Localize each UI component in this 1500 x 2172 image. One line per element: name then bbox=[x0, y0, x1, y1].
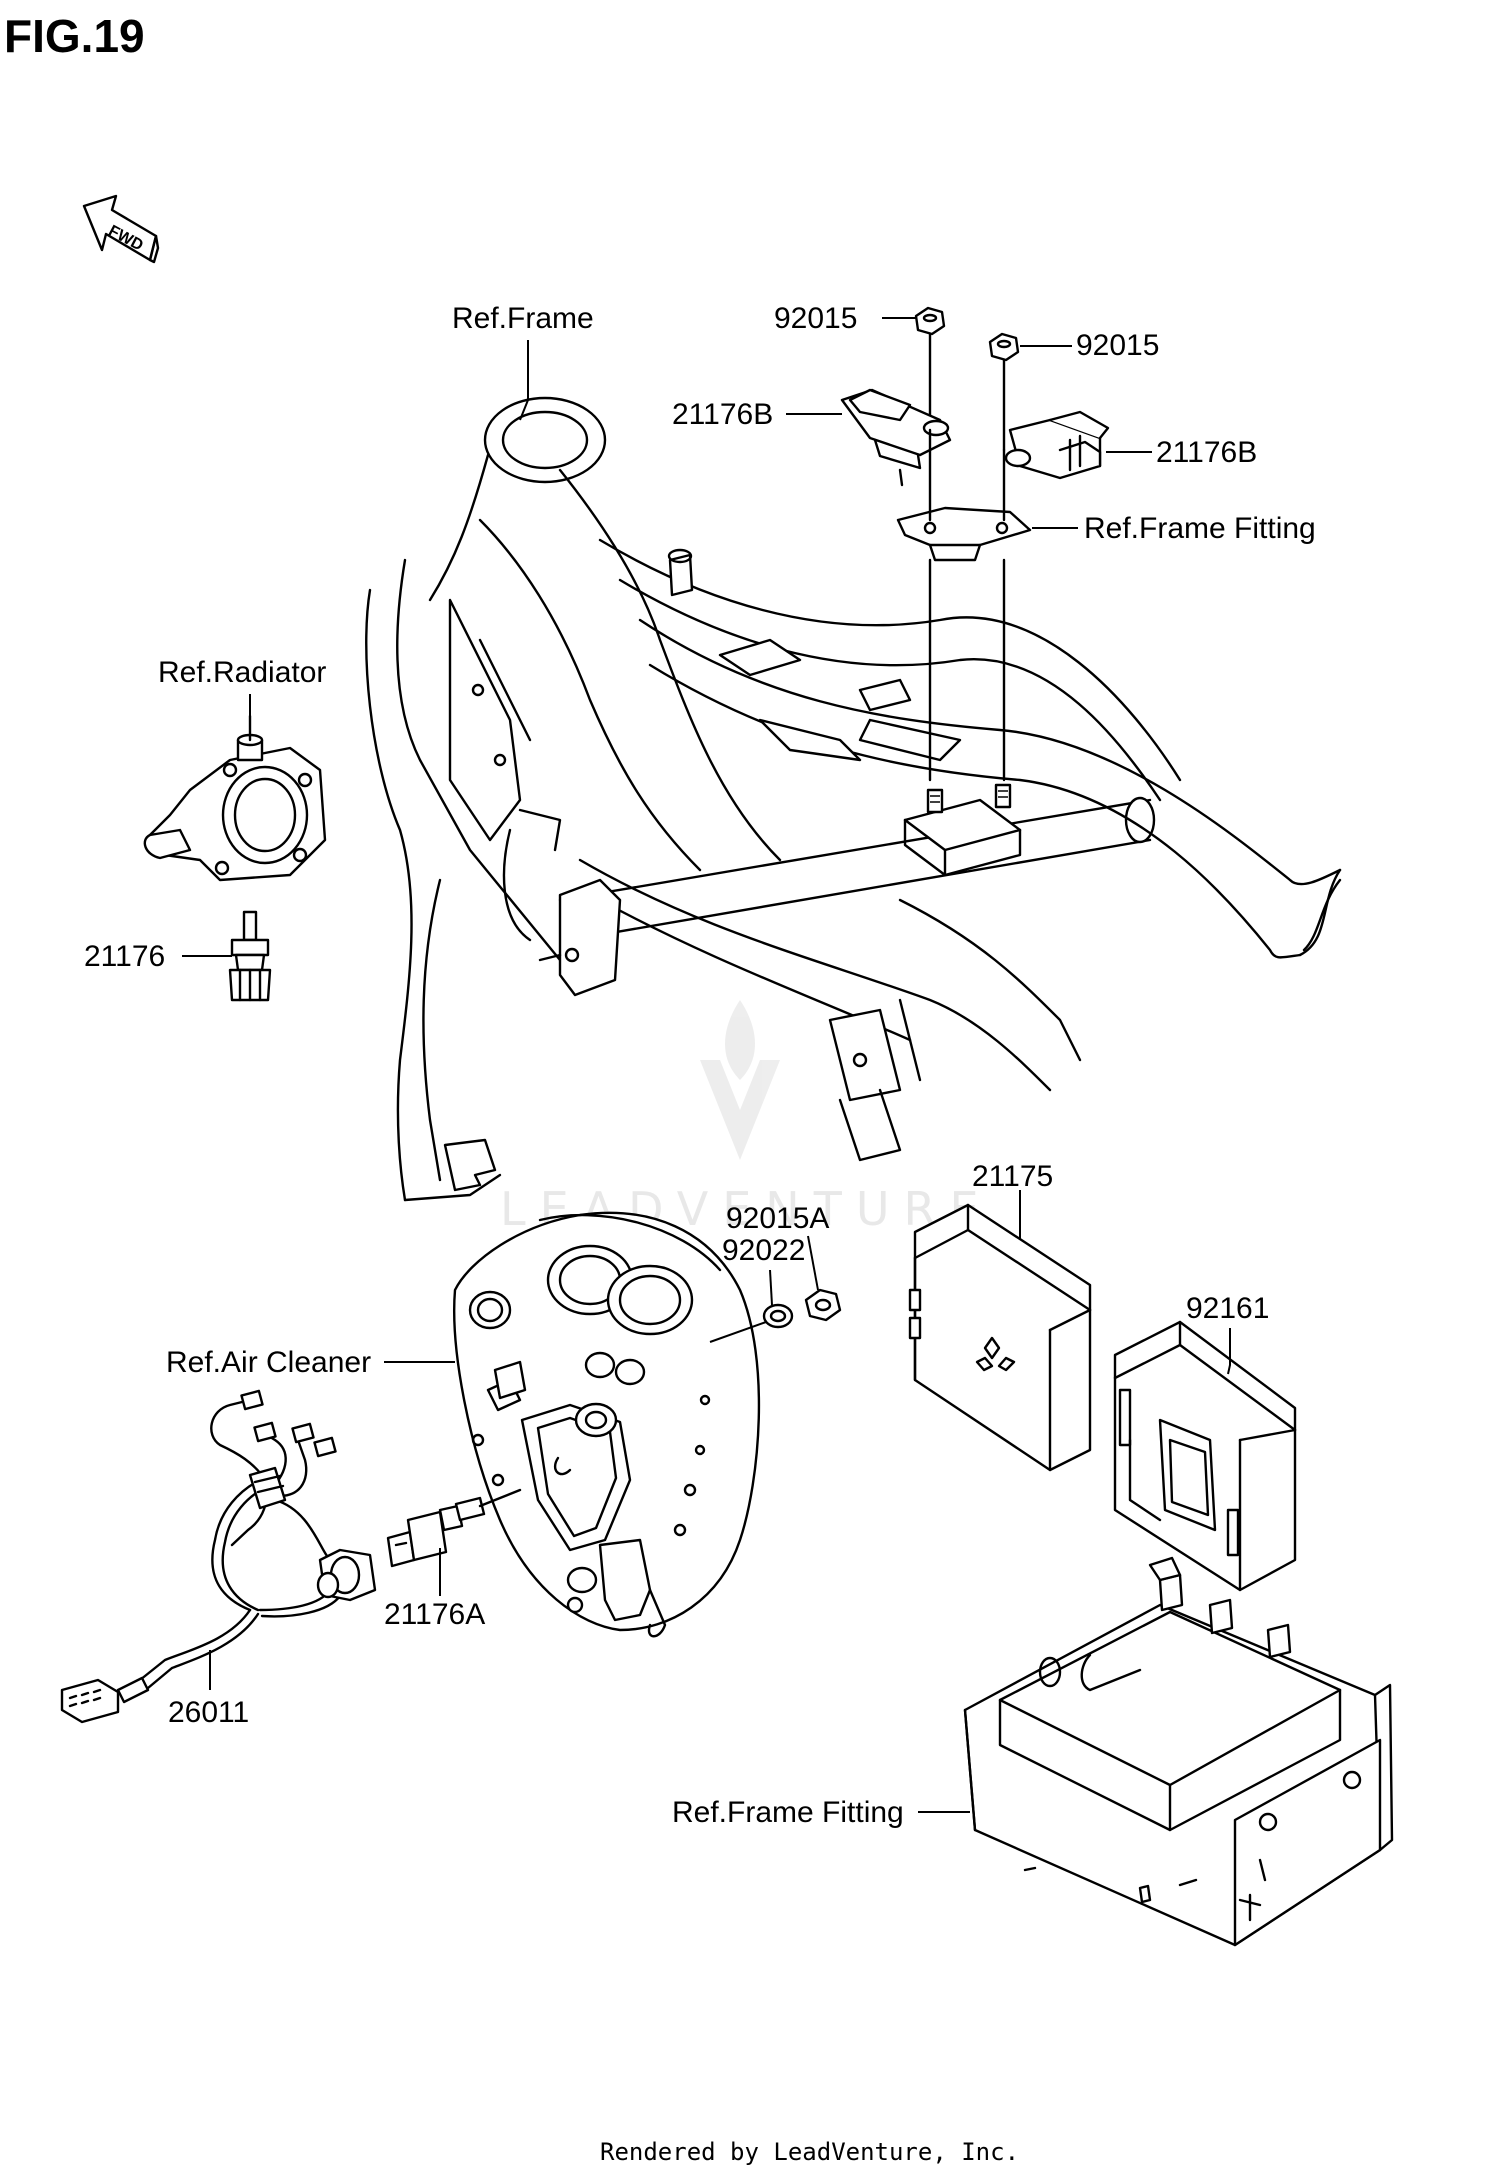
label-ref-frame-fitting-top: Ref.Frame Fitting bbox=[1084, 512, 1316, 545]
sensor-21176a-part bbox=[386, 1488, 522, 1568]
label-92015a: 92015A bbox=[726, 1202, 829, 1235]
label-21176a: 21176A bbox=[384, 1598, 485, 1631]
radiator-housing bbox=[143, 714, 327, 882]
label-92022: 92022 bbox=[722, 1234, 805, 1267]
label-21175: 21175 bbox=[972, 1160, 1053, 1193]
air-cleaner-plate bbox=[453, 1211, 761, 1638]
sensor-21176b-left-part bbox=[840, 388, 952, 487]
label-21176: 21176 bbox=[84, 940, 165, 973]
figure-title: FIG.19 bbox=[4, 10, 145, 62]
ecu-21175-part bbox=[908, 1203, 1092, 1472]
nut-92015-right-part bbox=[988, 332, 1020, 452]
label-ref-air-cleaner: Ref.Air Cleaner bbox=[166, 1346, 371, 1379]
sensor-21176b-right-part bbox=[1004, 410, 1110, 480]
nut-92015a-part bbox=[804, 1288, 842, 1322]
label-ref-frame: Ref.Frame bbox=[452, 302, 594, 335]
label-26011: 26011 bbox=[168, 1696, 249, 1729]
washer-92022-part bbox=[762, 1303, 794, 1329]
frame-fitting-tray-bottom bbox=[963, 1556, 1394, 1947]
label-ref-radiator: Ref.Radiator bbox=[158, 656, 326, 689]
frame-fitting-bracket-top bbox=[896, 428, 1032, 782]
ecu-case-92161-part bbox=[1113, 1320, 1297, 1592]
label-21176b-right: 21176B bbox=[1156, 436, 1257, 469]
label-92015-left: 92015 bbox=[774, 302, 857, 335]
watermark-logo: LEADVENTURE bbox=[500, 1000, 979, 1236]
nut-92015-left-part bbox=[914, 306, 946, 432]
label-92161: 92161 bbox=[1186, 1292, 1269, 1325]
fwd-arrow-icon: FWD bbox=[82, 194, 160, 264]
sensor-21176-part bbox=[228, 910, 272, 1002]
footer-credit: Rendered by LeadVenture, Inc. bbox=[600, 2138, 1019, 2166]
frame-illustration bbox=[365, 396, 1342, 1202]
label-92015-right: 92015 bbox=[1076, 329, 1159, 362]
label-ref-frame-fitting-bottom: Ref.Frame Fitting bbox=[672, 1796, 904, 1829]
harness-26011-part bbox=[60, 1389, 377, 1724]
label-21176b-left: 21176B bbox=[672, 398, 773, 431]
